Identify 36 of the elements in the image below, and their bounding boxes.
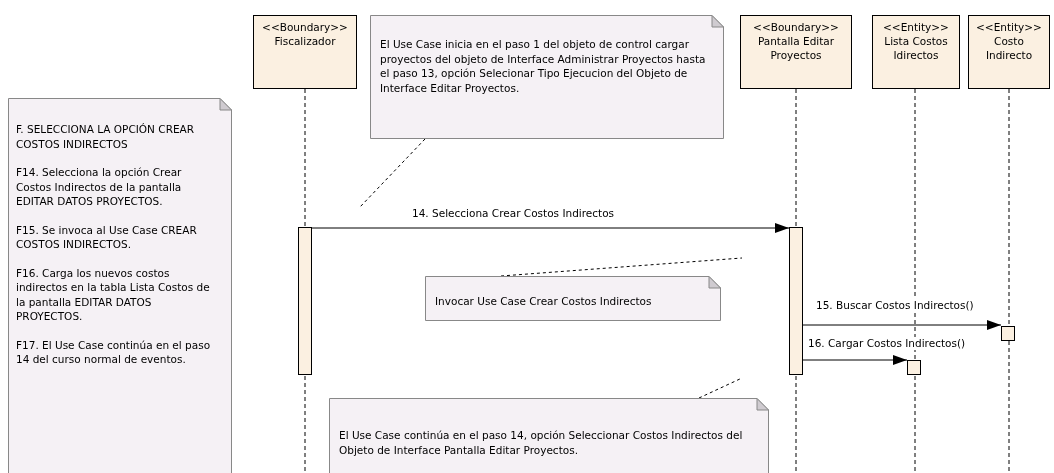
message-arrow — [802, 355, 908, 365]
note-text: F15. Se invoca al Use Case CREAR COSTOS INDIRECTOS. — [16, 222, 198, 252]
lifeline-header — [872, 15, 960, 89]
stereotype-label: <<Boundary>> — [261, 20, 349, 34]
note-text: F. SELECCIONA LA OPCIÓN CREAR COSTOS INDIRECTOS — [16, 122, 196, 151]
note — [370, 15, 724, 139]
stereotype-label: <<Entity>> — [882, 20, 950, 34]
note — [425, 276, 721, 321]
lifeline-name: Lista Costos Idirectos — [883, 34, 949, 62]
message-label: 16. Cargar Costos Indirectos() — [808, 337, 966, 350]
stereotype-label: <<Boundary>> — [752, 20, 840, 34]
note-text: El Use Case continúa en el paso 14, opción Seleccionar Costos Indirectos del Objeto de Interface Pantalla Editar Proyectos. — [339, 428, 744, 457]
note-text: F14. Selecciona la opción Crear Costos Indirectos de la pantalla EDITAR DATOS PROYECTOS. — [16, 165, 183, 209]
note — [8, 98, 232, 473]
lifeline-header — [968, 15, 1050, 89]
note-text: Invocar Use Case Crear Costos Indirectos — [435, 294, 652, 309]
activation-bar — [298, 227, 312, 375]
message-arrow — [802, 320, 1002, 330]
lifeline-name: Costo Indirecto — [984, 34, 1034, 62]
message-label: 15. Buscar Costos Indirectos() — [816, 299, 974, 312]
lifeline-name: Fiscalizador — [273, 34, 337, 48]
lifeline-header — [253, 15, 357, 89]
message-label: 14. Selecciona Crear Costos Indirectos — [412, 207, 615, 220]
note-text: El Use Case inicia en el paso 1 del objeto de control cargar proyectos del objeto de Interface Administrar Proyectos hasta el paso 13, opción Selecionar Tipo Ejecucion del Objeto de Interface Editar Proyectos. — [380, 37, 707, 95]
note — [329, 398, 769, 473]
lifeline-name: Pantalla Editar Proyectos — [756, 34, 836, 62]
activation-box — [1001, 326, 1015, 341]
stereotype-label: <<Entity>> — [975, 20, 1043, 34]
message-arrow — [311, 223, 790, 233]
activation-box — [907, 360, 921, 375]
note-text: F16. Carga los nuevos costos indirectos en la tabla Lista Costos de la pantalla EDITAR DATOS PROYECTOS. — [16, 265, 211, 324]
lifeline-header — [740, 15, 852, 89]
activation-bar — [789, 227, 803, 375]
note-connector — [359, 138, 426, 208]
note-connector — [698, 377, 743, 399]
note-text: F17. El Use Case continúa en el paso 14 del curso normal de eventos. — [16, 337, 212, 367]
